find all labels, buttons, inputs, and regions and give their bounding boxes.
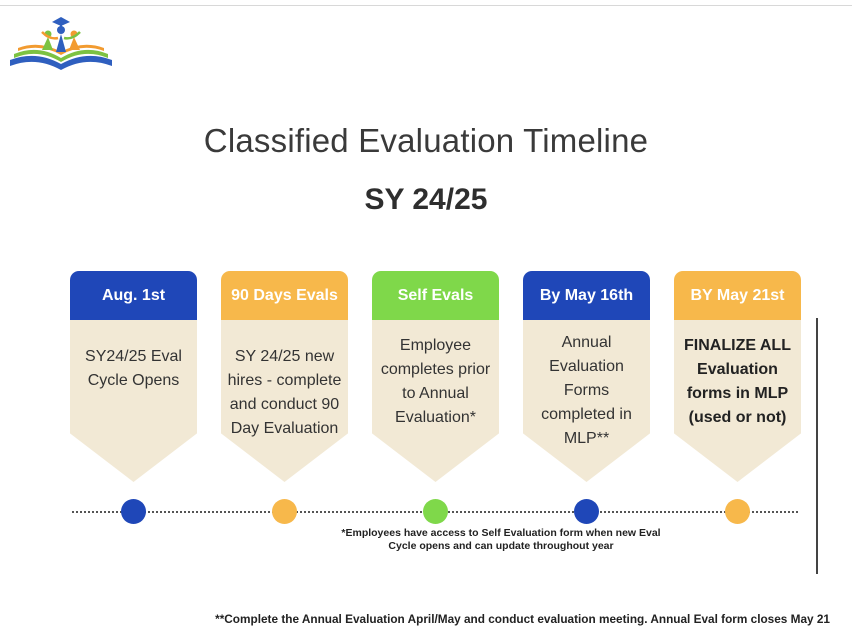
timeline-dot — [121, 499, 146, 524]
page-title: Classified Evaluation Timeline — [203, 122, 649, 159]
self-eval-footnote-line: *Employees have access to Self Evaluatio… — [341, 527, 661, 539]
card-header: By May 16th — [523, 271, 650, 320]
self-eval-footnote: *Employees have access to Self Evaluatio… — [318, 527, 684, 553]
card-text: FINALIZE ALL Evaluation forms in MLP (us… — [684, 337, 791, 426]
timeline-dot — [272, 499, 297, 524]
timeline-card-self-evals: Self Evals Employee completes prior to A… — [372, 271, 499, 482]
vertical-divider — [816, 318, 818, 574]
timeline-dot — [725, 499, 750, 524]
card-text: Employee completes prior to Annual Evalu… — [380, 337, 491, 426]
logo — [10, 17, 112, 70]
page-subtitle: SY 24/25 — [364, 183, 488, 216]
card-header: Self Evals — [372, 271, 499, 320]
timeline-card-aug-1st: Aug. 1st SY24/25 Eval Cycle Opens — [70, 271, 197, 482]
card-text: SY24/25 Eval Cycle Opens — [85, 348, 182, 389]
timeline-card-by-may-21st: BY May 21st FINALIZE ALL Evaluation form… — [674, 271, 801, 482]
top-divider — [0, 5, 852, 6]
timeline-card-90-days-evals: 90 Days Evals SY 24/25 new hires - compl… — [221, 271, 348, 482]
card-text: Annual Evaluation Forms completed in MLP… — [541, 334, 632, 447]
card-header: 90 Days Evals — [221, 271, 348, 320]
card-header: BY May 21st — [674, 271, 801, 320]
timeline-card-by-may-16th: By May 16th Annual Evaluation Forms comp… — [523, 271, 650, 482]
annual-eval-footnote: **Complete the Annual Evaluation April/M… — [215, 612, 830, 626]
card-text: SY 24/25 new hires - complete and conduc… — [227, 348, 342, 437]
timeline-dot — [574, 499, 599, 524]
self-eval-footnote-line: Cycle opens and can update throughout ye… — [388, 540, 614, 552]
timeline-dot — [423, 499, 448, 524]
card-header: Aug. 1st — [70, 271, 197, 320]
